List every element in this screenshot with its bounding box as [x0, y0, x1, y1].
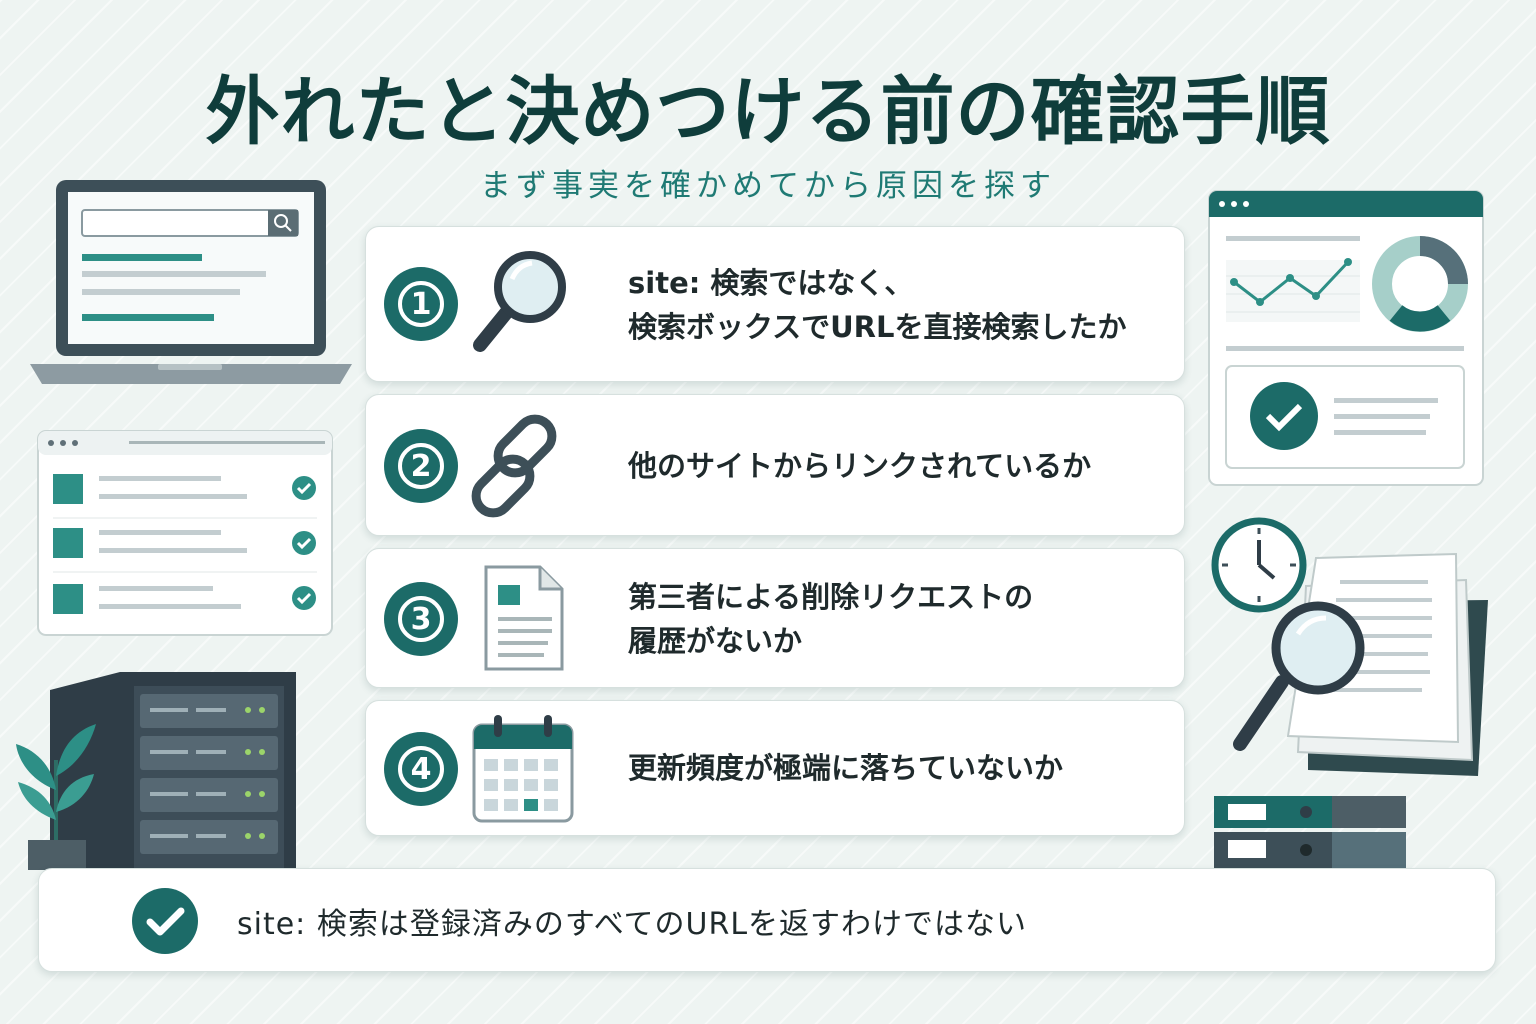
documents-magnifier-illustration	[1233, 552, 1488, 776]
step-card-4: 4 更新頻度が極端に落ちていないか	[365, 700, 1185, 836]
note-bar: site: 検索は登録済みのすべてのURLを返すわけではない	[38, 868, 1496, 972]
server-rack-illustration	[50, 672, 296, 870]
step-text-line: site: 検索ではなく、	[628, 266, 914, 300]
document-icon	[484, 565, 564, 671]
link-chain-icon	[471, 414, 557, 518]
step-text-line: 更新頻度が極端に落ちていないか	[628, 751, 1064, 785]
step-number-badge: 3	[384, 582, 458, 656]
clock-icon	[1211, 517, 1307, 613]
magnifier-icon	[473, 251, 566, 352]
step-card-1: 1 site: 検索ではなく、 検索ボックスでURLを直接検索したか	[365, 226, 1185, 382]
page-subtitle: まず事実を確かめてから原因を探す	[480, 168, 1056, 204]
step-number: 4	[398, 746, 444, 792]
step-number: 3	[398, 596, 444, 642]
step-number-badge: 2	[384, 429, 458, 503]
step-number-badge: 4	[384, 732, 458, 806]
laptop-search-illustration	[30, 180, 352, 384]
page-title: 外れたと決めつける前の確認手順	[205, 69, 1331, 155]
step-text: site: 検索ではなく、 検索ボックスでURLを直接検索したか	[628, 261, 1170, 349]
step-card-3: 3 第三者による削除リクエストの 履歴がないか	[365, 548, 1185, 688]
check-circle-icon	[132, 888, 198, 954]
plant-illustration	[16, 724, 96, 870]
step-text: 更新頻度が極端に落ちていないか	[628, 746, 1170, 790]
step-text-line: 履歴がないか	[628, 624, 803, 658]
step-text: 第三者による削除リクエストの 履歴がないか	[628, 575, 1170, 663]
step-text-line: 他のサイトからリンクされているか	[628, 449, 1092, 483]
binders-illustration	[1214, 796, 1406, 868]
analytics-dashboard-illustration	[1208, 190, 1484, 486]
step-number: 1	[398, 281, 444, 327]
checklist-window-illustration	[37, 430, 333, 636]
step-card-2: 2 他のサイトからリンクされているか	[365, 394, 1185, 536]
step-text-line: 検索ボックスでURLを直接検索したか	[628, 310, 1127, 344]
calendar-icon	[472, 715, 574, 823]
note-text: site: 検索は登録済みのすべてのURLを返すわけではない	[237, 907, 1028, 942]
step-number: 2	[398, 443, 444, 489]
step-text: 他のサイトからリンクされているか	[628, 444, 1170, 488]
step-text-line: 第三者による削除リクエストの	[628, 580, 1034, 614]
step-number-badge: 1	[384, 267, 458, 341]
